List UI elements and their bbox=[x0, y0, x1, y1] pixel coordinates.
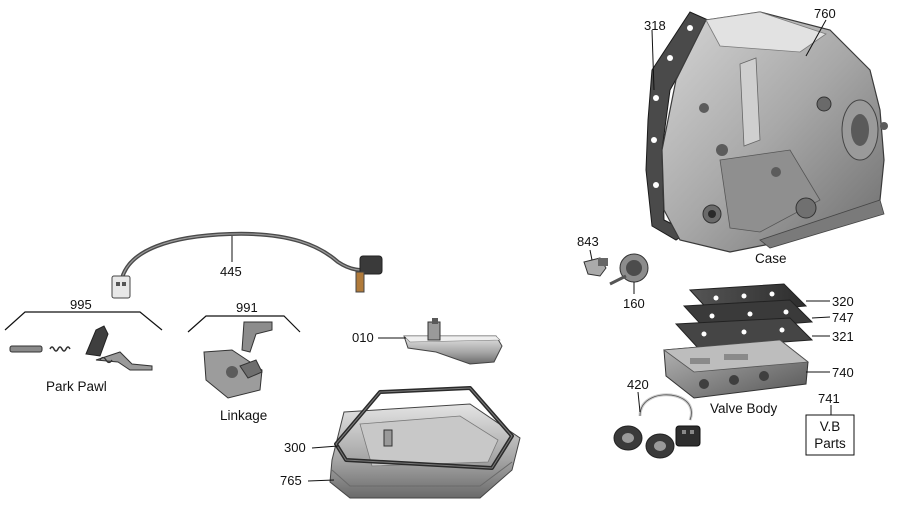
part-318-label: 318 bbox=[644, 18, 666, 33]
vb-parts-box bbox=[805, 414, 855, 456]
leader-300 bbox=[311, 445, 339, 449]
valve-body-image bbox=[662, 339, 810, 399]
part-991-label: 991 bbox=[236, 300, 258, 315]
leader-843 bbox=[589, 249, 593, 261]
part-747-label: 747 bbox=[832, 310, 854, 325]
leader-765 bbox=[307, 479, 335, 482]
case-group-label: Case bbox=[755, 251, 787, 266]
park-pawl-parts-image bbox=[9, 325, 153, 371]
transmission-case-image bbox=[661, 11, 888, 253]
solenoid-harness-image bbox=[613, 393, 701, 459]
leader-318 bbox=[651, 29, 655, 91]
leader-420 bbox=[637, 391, 641, 413]
part-741-label: 741 bbox=[818, 391, 840, 406]
part-740-label: 740 bbox=[832, 365, 854, 380]
part-320-label: 320 bbox=[832, 294, 854, 309]
vb-parts-line2: Parts bbox=[814, 436, 846, 451]
sensor-160-image bbox=[609, 253, 649, 286]
park-pawl-group-label: Park Pawl bbox=[46, 379, 107, 394]
bracket-991 bbox=[187, 315, 301, 333]
wire-harness-image bbox=[111, 231, 383, 299]
bracket-995 bbox=[4, 311, 163, 331]
part-765-label: 765 bbox=[280, 473, 302, 488]
part-843-label: 843 bbox=[577, 234, 599, 249]
clip-843-image bbox=[583, 257, 608, 277]
part-445-label: 445 bbox=[220, 264, 242, 279]
valve-body-group-label: Valve Body bbox=[710, 401, 778, 416]
pan-gasket-image bbox=[334, 386, 514, 470]
part-321-label: 321 bbox=[832, 329, 854, 344]
linkage-parts-image bbox=[203, 321, 273, 399]
leader-760 bbox=[805, 19, 827, 57]
part-010-label: 010 bbox=[352, 330, 374, 345]
pan-image bbox=[329, 403, 521, 499]
part-995-label: 995 bbox=[70, 297, 92, 312]
part-420-label: 420 bbox=[627, 377, 649, 392]
part-300-label: 300 bbox=[284, 440, 306, 455]
part-160-label: 160 bbox=[623, 296, 645, 311]
vb-parts-line1: V.B bbox=[820, 419, 841, 434]
leader-747 bbox=[811, 316, 831, 319]
linkage-group-label: Linkage bbox=[220, 408, 267, 423]
filter-image bbox=[403, 318, 503, 365]
part-760-label: 760 bbox=[814, 6, 836, 21]
